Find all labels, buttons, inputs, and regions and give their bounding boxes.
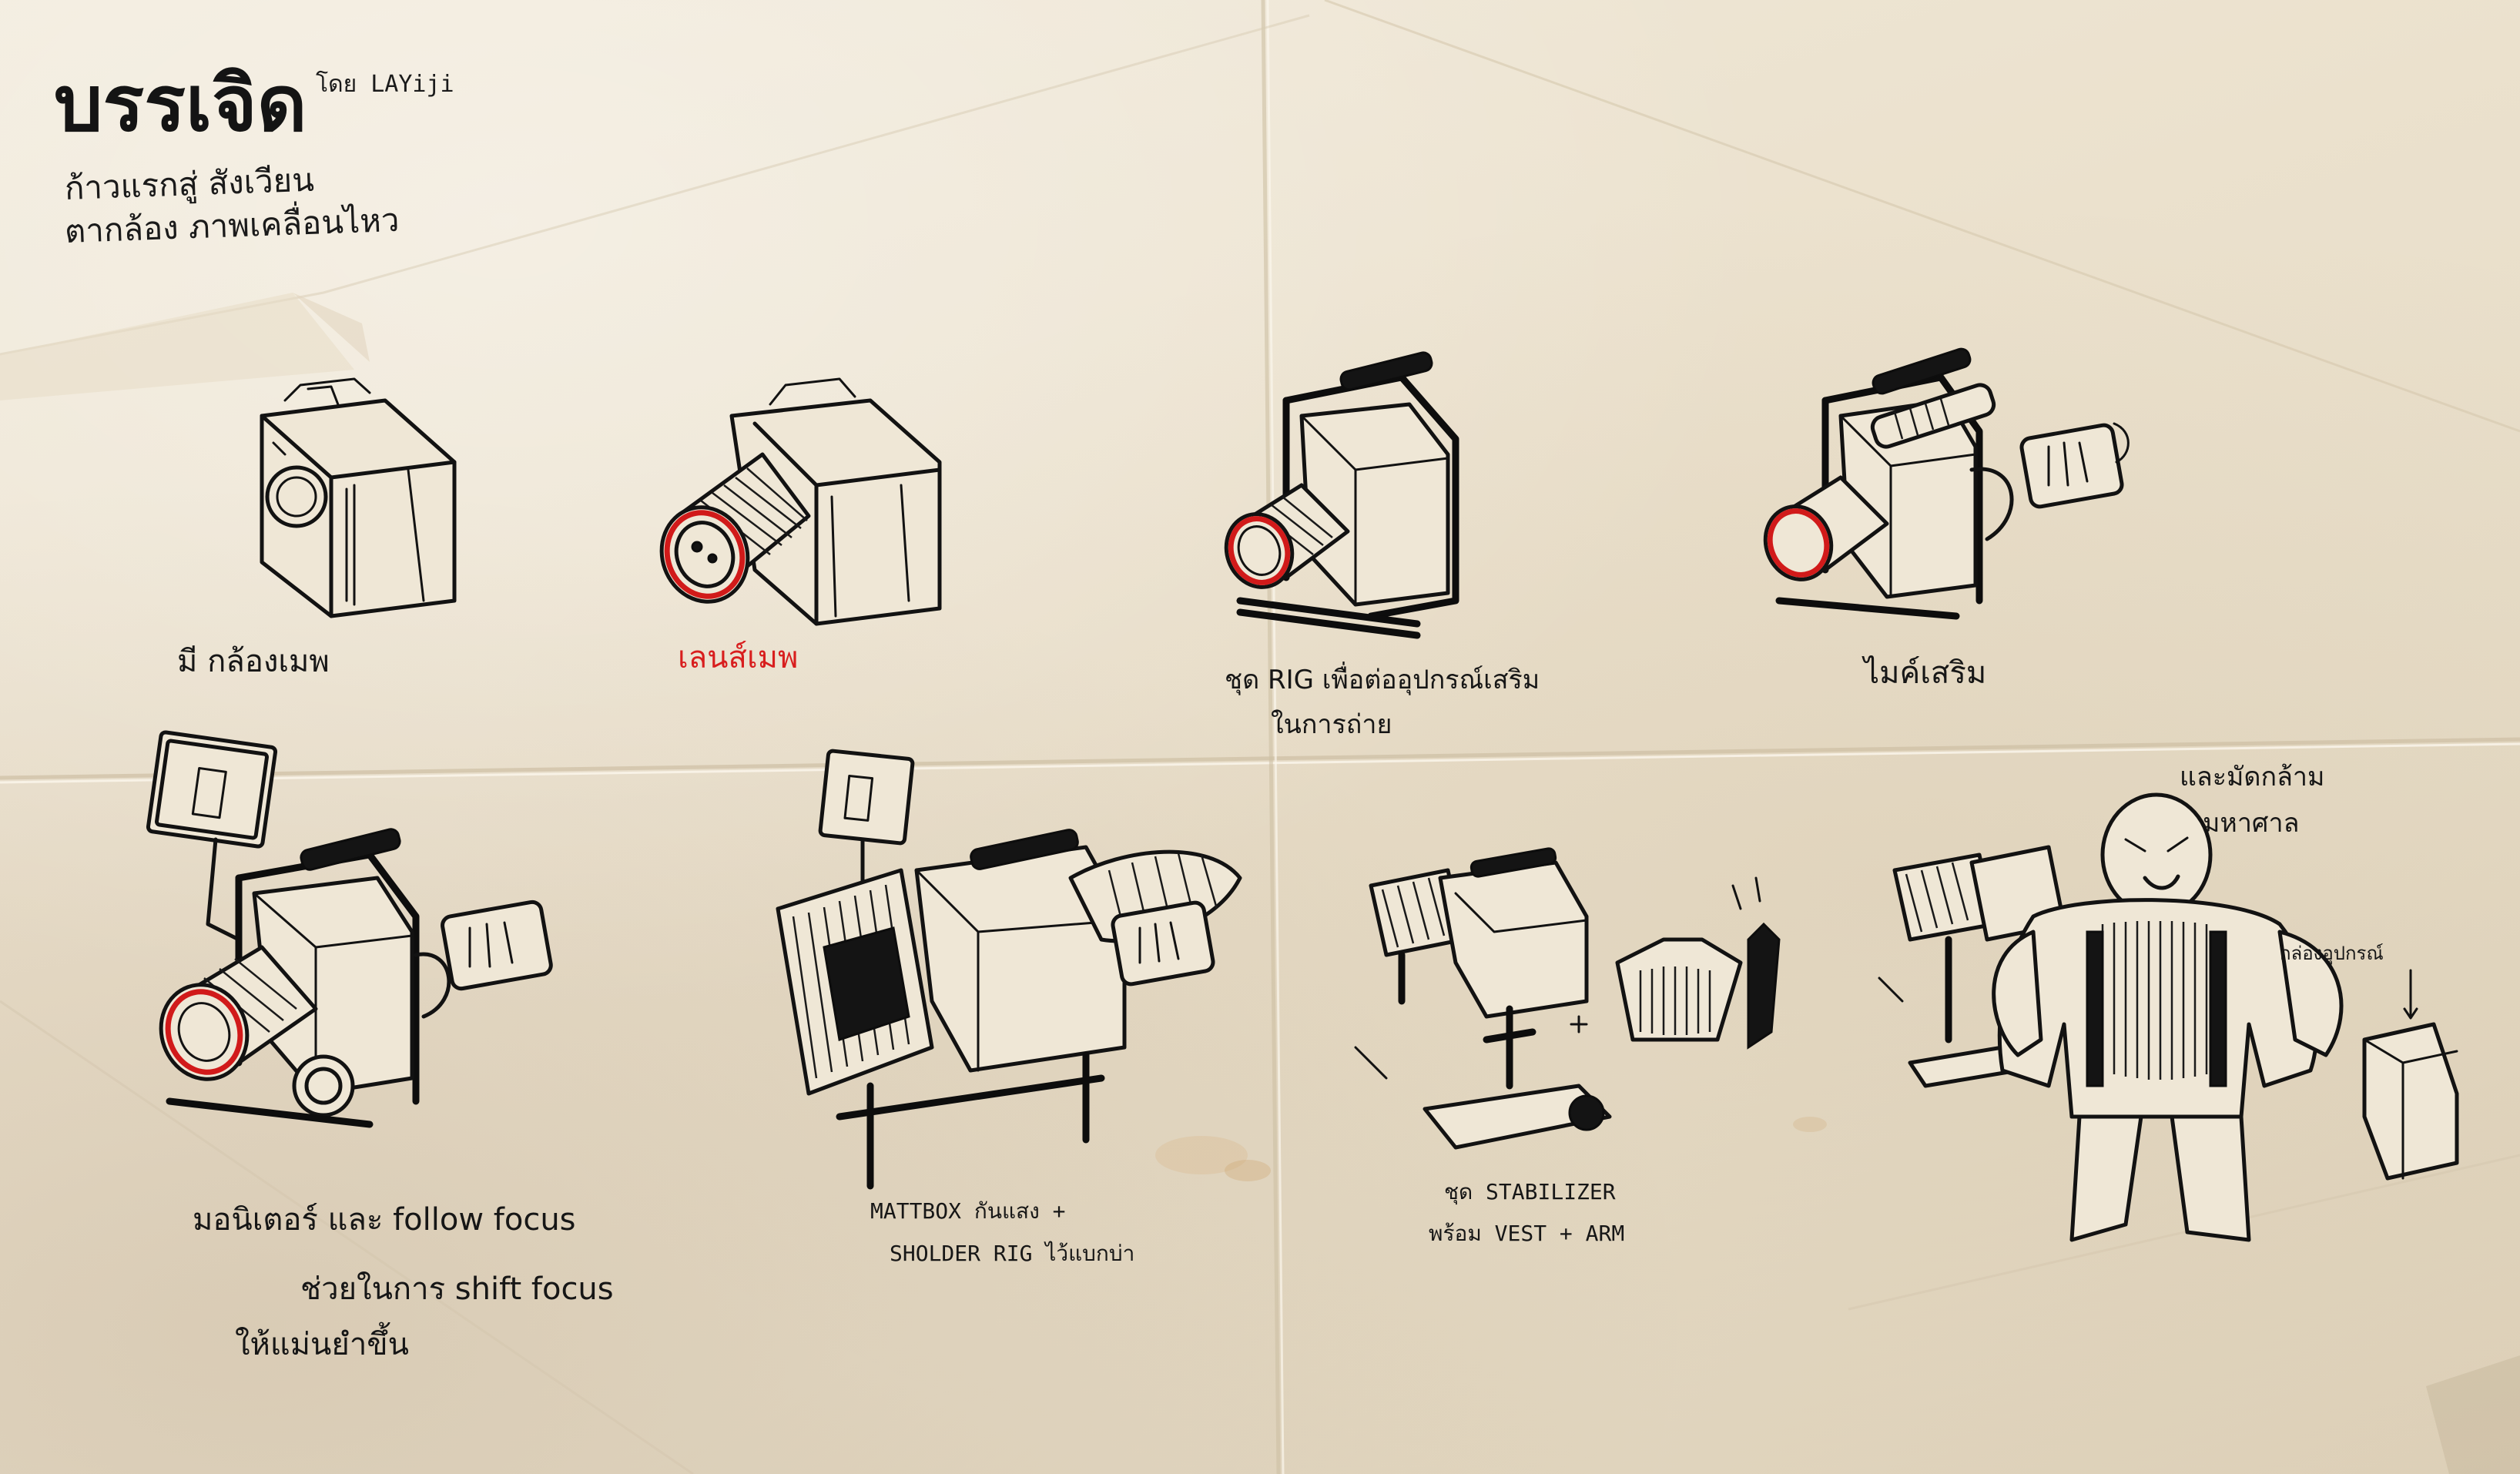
subtitle-line-2: ตากล้อง ภาพเคลื่อนไหว <box>64 200 400 250</box>
subtitle-line-1: ก้าวแรกสู่ สังเวียน <box>64 160 315 207</box>
caption-stabilizer-line-1: ชุด STABILIZER <box>1444 1179 1616 1204</box>
stabilizer-icon <box>1354 847 1781 1150</box>
caption-muscles-line-1: และมัดกล้าม <box>2180 762 2325 792</box>
camera-body-icon <box>260 377 457 618</box>
title-main: บรรเจิด <box>54 59 307 149</box>
camera-rig-icon <box>1224 351 1459 639</box>
caption-mattbox-line-1: MATTBOX กันแสง + <box>870 1198 1066 1224</box>
caption-mattbox-line-2: SHOLDER RIG ไว้แบกบ่า <box>890 1241 1135 1266</box>
caption-monitor-line-1: มอนิเตอร์ และ follow focus <box>193 1202 576 1238</box>
caption-monitor-line-2: ช่วยในการ shift focus <box>300 1271 614 1307</box>
caption-stabilizer-line-2: พร้อม VEST + ARM <box>1429 1221 1625 1246</box>
caption-monitor-line-3: ให้แม่นยำขึ้น <box>235 1327 409 1362</box>
caption-muscles-line-2: มหาศาล <box>2203 808 2300 839</box>
caption-rig-line-1: ชุด RIG เพื่อต่ออุปกรณ์เสริม <box>1225 665 1540 695</box>
muscle-man-icon <box>1878 792 2459 1242</box>
caption-rig-line-2: ในการถ่าย <box>1271 709 1392 740</box>
caption-camera-body: มี กล้องเมพ <box>177 644 330 679</box>
caption-lens: เลนส์เมพ <box>678 640 799 675</box>
camera-monitor-icon <box>146 730 553 1128</box>
caption-box-label: กล่องอุปกรณ์ <box>2280 943 2384 964</box>
title-block: บรรเจิด โดย LAYiji ก้าวแรกสู่ สังเวียน ต… <box>54 54 608 270</box>
caption-mic: ไมค์เสริม <box>1864 655 1987 691</box>
camera-mattbox-icon <box>776 749 1242 1190</box>
camera-lens-icon <box>659 377 942 626</box>
title-author: โดย LAYiji <box>316 71 454 98</box>
camera-mic-icon <box>1763 347 2130 620</box>
